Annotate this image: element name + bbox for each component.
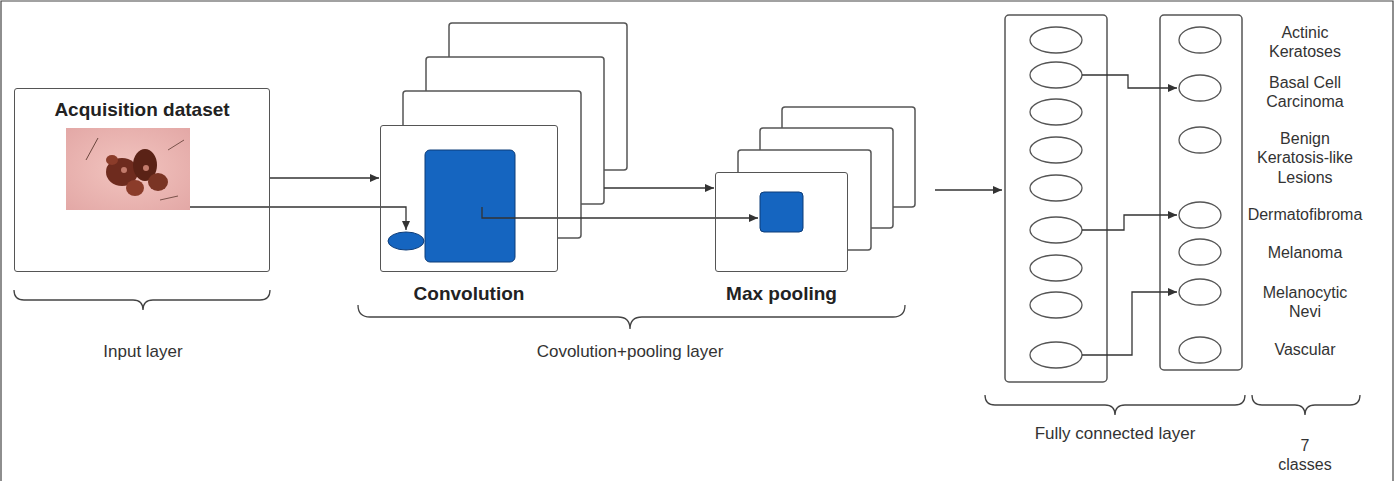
dense-neurons [1030, 27, 1082, 368]
kernel-dot [388, 232, 424, 250]
pooling-box: Max pooling [715, 172, 848, 272]
hair-line [160, 196, 178, 200]
neuron [1179, 75, 1221, 101]
layer-caption: 7 classes [1275, 436, 1335, 474]
neuron [1179, 337, 1221, 363]
class-name: Actinic Keratoses [1246, 23, 1364, 61]
class-name: Basal Cell Carcinoma [1246, 73, 1364, 111]
weight-arrow [1082, 75, 1177, 88]
neuron [1179, 202, 1221, 228]
flow-arrow [604, 187, 714, 188]
neuron [1030, 99, 1082, 125]
pixel-arrow [190, 207, 406, 230]
lesion-blob [148, 173, 168, 191]
neuron [1030, 137, 1082, 163]
neuron [1030, 62, 1082, 88]
lesion-image [66, 128, 190, 210]
neuron [1179, 27, 1221, 53]
box-fill [14, 88, 270, 272]
class-name: Melanocytic Nevi [1246, 283, 1364, 321]
layer-caption: Fully connected layer [995, 424, 1235, 444]
flow-arrow [270, 177, 379, 178]
weight-arrow [1082, 292, 1177, 355]
output-column [1160, 15, 1242, 370]
pool-arrow [482, 207, 758, 218]
box-fill [715, 172, 848, 272]
brace [358, 305, 905, 329]
class-name: Benign Keratosis-like Lesions [1246, 129, 1364, 187]
neuron [1179, 279, 1221, 305]
lesion-blob [106, 155, 118, 165]
box-title: Acquisition dataset [15, 89, 269, 121]
neuron [1030, 342, 1082, 368]
layer-caption: Input layer [33, 342, 253, 362]
neuron [1179, 127, 1221, 153]
neuron [1030, 217, 1082, 243]
convolution-box: Convolution [380, 125, 558, 272]
brace [1252, 395, 1360, 415]
flatten-arrow [935, 189, 1002, 190]
output-neurons [1179, 27, 1221, 363]
lesion-blob [126, 180, 144, 196]
box-fill [380, 125, 558, 272]
lesion-spot [121, 167, 127, 173]
class-name: Melanoma [1246, 243, 1364, 262]
hair-line [168, 140, 184, 150]
brace [14, 290, 270, 310]
lesion-spot [143, 165, 149, 171]
filter-square [425, 150, 515, 262]
class-name: Dermatofibroma [1243, 205, 1367, 224]
layer-name: Max pooling [726, 283, 837, 305]
brace [985, 395, 1245, 415]
hair-line [86, 138, 98, 160]
layer-name: Convolution [414, 283, 525, 305]
weight-arrow [1082, 215, 1177, 230]
neuron [1030, 27, 1082, 53]
pooled-square [760, 192, 803, 232]
lesion [86, 138, 184, 200]
neuron [1030, 175, 1082, 201]
neuron [1030, 292, 1082, 318]
input-box: Acquisition dataset [14, 88, 270, 272]
neuron [1030, 255, 1082, 281]
layer-caption: Covolution+pooling layer [430, 342, 830, 362]
class-name: Vascular [1246, 340, 1364, 359]
dense-column [1005, 15, 1107, 382]
neuron [1179, 239, 1221, 265]
